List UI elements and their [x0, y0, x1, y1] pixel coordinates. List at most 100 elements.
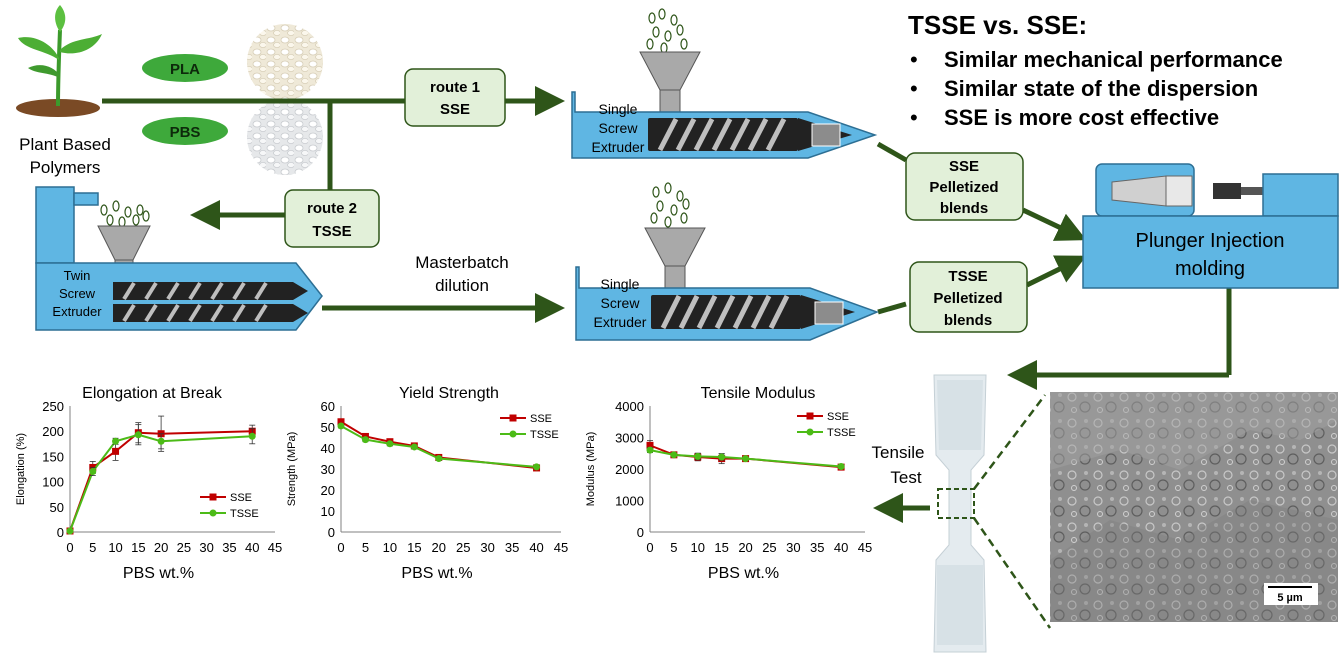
data-point-tsse	[157, 437, 165, 445]
x-tick-label: 0	[337, 540, 344, 555]
series-line-tsse	[69, 433, 253, 532]
data-point-tsse	[742, 455, 750, 463]
summary-point: Similar mechanical performance	[908, 45, 1338, 74]
summary-point: SSE is more cost effective	[908, 103, 1338, 132]
summary-panel: TSSE vs. SSE: Similar mechanical perform…	[908, 10, 1338, 132]
x-tick-label: 10	[383, 540, 397, 555]
plant-icon	[16, 5, 102, 117]
zoom-line-bottom	[972, 517, 1052, 629]
data-point-tsse	[134, 431, 142, 439]
pbs-pellets-image	[247, 99, 323, 175]
y-tick-label: 10	[321, 504, 335, 519]
data-point-sse	[337, 418, 345, 426]
masterbatch-label-line1: Masterbatch	[415, 253, 509, 272]
y-tick-label: 0	[328, 525, 335, 540]
x-tick-label: 20	[738, 540, 752, 555]
sse-pellet-line2: Pelletized	[929, 179, 998, 196]
pla-label: PLA	[170, 61, 200, 78]
y-tick-label: 1000	[615, 494, 644, 509]
x-tick-label: 0	[66, 540, 73, 555]
flow-lines	[102, 86, 1232, 523]
x-tick-label: 15	[714, 540, 728, 555]
pbs-pill	[142, 117, 228, 145]
x-tick-label: 35	[505, 540, 519, 555]
legend-marker	[209, 509, 217, 517]
y-tick-label: 3000	[615, 431, 644, 446]
data-point-sse	[646, 441, 654, 449]
y-axis-label: Modulus (MPa)	[585, 432, 597, 507]
sem-micrograph	[1050, 392, 1338, 622]
data-point-tsse	[694, 452, 702, 460]
route2-label-line1: route 2	[307, 200, 357, 217]
legend-marker	[209, 493, 217, 501]
injection-molding-machine	[1082, 163, 1339, 289]
legend-label: TSSE	[530, 429, 559, 441]
summary-list: Similar mechanical performance Similar s…	[908, 45, 1338, 132]
legend-label: SSE	[827, 411, 849, 423]
legend-label: TSSE	[827, 427, 856, 439]
y-tick-label: 40	[321, 441, 335, 456]
injection-label-line2: molding	[1175, 258, 1245, 280]
data-point-tsse	[66, 527, 74, 535]
data-point-tsse	[386, 440, 394, 448]
chart-title: Yield Strength	[399, 385, 499, 402]
x-tick-label: 0	[646, 540, 653, 555]
y-tick-label: 4000	[615, 399, 644, 414]
x-tick-label: 10	[108, 540, 122, 555]
sse-pellet-line3: blends	[940, 200, 988, 217]
y-tick-label: 0	[57, 525, 64, 540]
data-point-tsse	[646, 446, 654, 454]
twin-screw-extruder	[35, 186, 323, 331]
single-screw-extruder-top	[571, 8, 878, 159]
data-point-tsse	[337, 422, 345, 430]
x-tick-label: 45	[268, 540, 282, 555]
y-axis-label: Strength (MPa)	[286, 432, 298, 507]
single-top-label-1: Single	[599, 101, 638, 117]
scale-bar-label: 5 µm	[1277, 592, 1303, 604]
data-point-tsse	[837, 462, 845, 470]
data-point-sse	[112, 447, 120, 455]
series-line-sse	[69, 430, 253, 532]
twin-label-1: Twin	[64, 268, 91, 283]
tensile-label-line1: Tensile	[872, 443, 925, 462]
route1-box	[404, 68, 506, 127]
x-tick-label: 30	[786, 540, 800, 555]
x-tick-label: 35	[222, 540, 236, 555]
y-tick-label: 50	[50, 500, 64, 515]
single-bottom-label-3: Extruder	[594, 314, 647, 330]
x-tick-label: 25	[762, 540, 776, 555]
route2-box	[284, 189, 380, 248]
x-tick-label: 5	[89, 540, 96, 555]
x-tick-label: 40	[529, 540, 543, 555]
legend-marker	[509, 430, 517, 438]
single-bottom-label-2: Screw	[601, 295, 641, 311]
data-point-tsse	[533, 463, 541, 471]
tsse-pellet-line2: Pelletized	[933, 290, 1002, 307]
x-tick-label: 15	[407, 540, 421, 555]
x-tick-label: 30	[199, 540, 213, 555]
plant-label-line1: Plant Based	[19, 135, 111, 154]
sse-pellet-line1: SSE	[949, 158, 979, 175]
x-tick-label: 35	[810, 540, 824, 555]
x-tick-label: 20	[432, 540, 446, 555]
y-tick-label: 150	[42, 449, 64, 464]
x-axis-label: PBS wt.%	[708, 565, 779, 582]
legend-marker	[806, 412, 814, 420]
x-tick-label: 5	[362, 540, 369, 555]
twin-label-2: Screw	[59, 286, 96, 301]
x-tick-label: 25	[177, 540, 191, 555]
data-point-tsse	[435, 455, 443, 462]
x-tick-label: 45	[858, 540, 872, 555]
data-point-tsse	[112, 437, 120, 445]
zoom-line-top	[973, 394, 1046, 490]
route2-label-line2: TSSE	[312, 223, 351, 240]
tsse-pellet-line3: blends	[944, 312, 992, 329]
data-point-tsse	[361, 436, 369, 444]
plant-label-line2: Polymers	[30, 158, 101, 177]
summary-title: TSSE vs. SSE:	[908, 10, 1088, 40]
data-point-tsse	[248, 432, 256, 440]
x-tick-label: 20	[154, 540, 168, 555]
x-tick-label: 45	[554, 540, 568, 555]
